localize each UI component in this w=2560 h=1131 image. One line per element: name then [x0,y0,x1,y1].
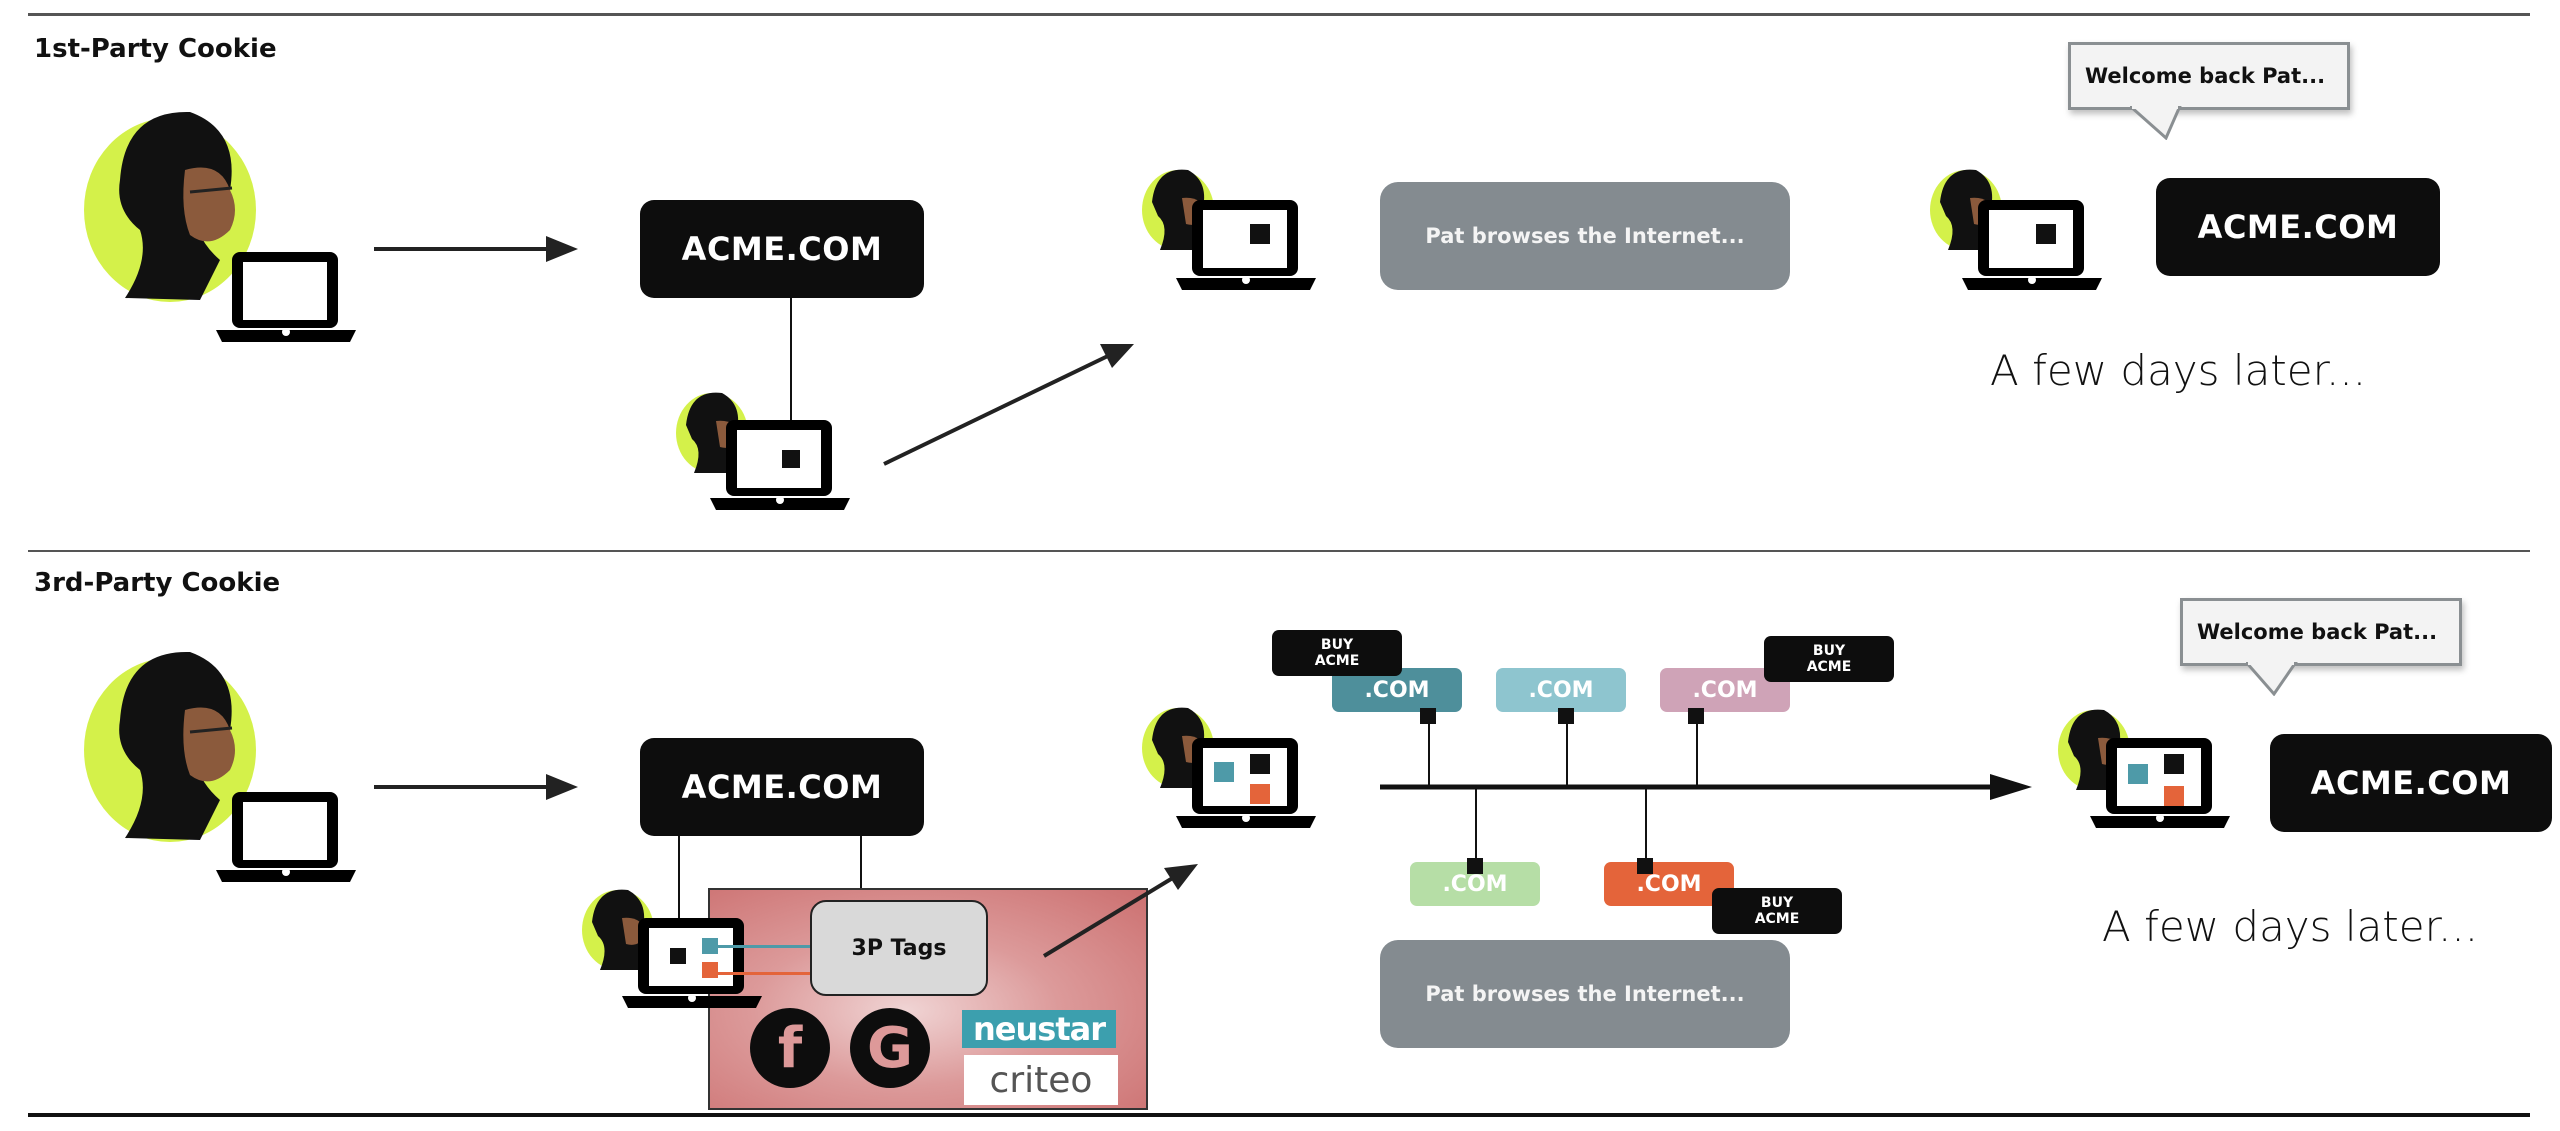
laptop-with-cookie-icon [1176,200,1316,290]
ad-line: BUY [1760,895,1794,911]
criteo-logo: criteo [964,1055,1118,1105]
acme-site-box-return: ACME.COM [2156,178,2440,276]
connector-line [790,298,792,458]
site-connector [1566,712,1568,787]
ad-line: BUY [1812,643,1846,659]
browsing-timeline [1380,774,2032,800]
cookie-marker [1467,858,1483,874]
middle-divider [28,550,2530,552]
laptop-icon [216,792,356,882]
arrow-diagonal-icon [1042,864,1198,958]
pat-avatar-small [582,889,654,970]
cookie-marker [1420,708,1436,724]
bottom-divider [28,1113,2530,1117]
teal-cookie-link [718,945,810,948]
laptop-icon [216,252,356,342]
orange-cookie-link [718,972,810,975]
site-tile: .COM [1604,862,1734,906]
site-connector [1645,787,1647,862]
ad-line: ACME [1806,659,1852,675]
site-tile: .COM [1496,668,1626,712]
cookie-marker [1558,708,1574,724]
facebook-logo-icon: f [750,1008,830,1088]
few-days-later-text: A few days later... [2102,902,2479,951]
welcome-back-bubble: Welcome back Pat... [2068,42,2350,110]
google-logo-icon: G [850,1008,930,1088]
site-connector [1696,712,1698,787]
few-days-later-text: A few days later... [1990,346,2367,395]
ad-line: ACME [1314,653,1360,669]
bubble-tail [2130,106,2182,140]
pat-avatar-large-1 [84,111,256,302]
third-party-tags-box: 3P Tags [810,900,988,996]
arrow-right-icon [374,236,578,262]
arrow-diagonal-icon [883,344,1134,466]
third-party-title: 3rd-Party Cookie [34,568,281,598]
laptop-with-cookies-icon [622,918,762,1008]
site-connector [1428,712,1430,787]
connector-line [860,836,862,902]
top-divider [28,13,2530,16]
pat-avatar-large-2 [84,651,256,842]
ad-line: BUY [1320,637,1354,653]
browse-internet-box: Pat browses the Internet... [1380,940,1790,1048]
laptop-with-cookie-icon [1962,200,2102,290]
laptop-with-cookies-icon [1176,738,1316,828]
cookie-marker [1637,858,1653,874]
laptop-with-cookies-icon [2090,738,2230,828]
ad-line: ACME [1754,911,1800,927]
welcome-back-bubble: Welcome back Pat... [2180,598,2462,666]
browse-internet-box: Pat browses the Internet... [1380,182,1790,290]
connector-line [678,836,680,954]
arrow-right-icon [374,774,578,800]
acme-site-box: ACME.COM [640,200,924,298]
cookie-marker [1688,708,1704,724]
first-party-title: 1st-Party Cookie [34,34,277,64]
acme-site-box-return: ACME.COM [2270,734,2552,832]
bubble-tail [2246,662,2298,696]
site-connector [1475,787,1477,862]
acme-site-box: ACME.COM [640,738,924,836]
laptop-with-cookie-icon [710,420,850,510]
neustar-logo: neustar [962,1010,1116,1048]
